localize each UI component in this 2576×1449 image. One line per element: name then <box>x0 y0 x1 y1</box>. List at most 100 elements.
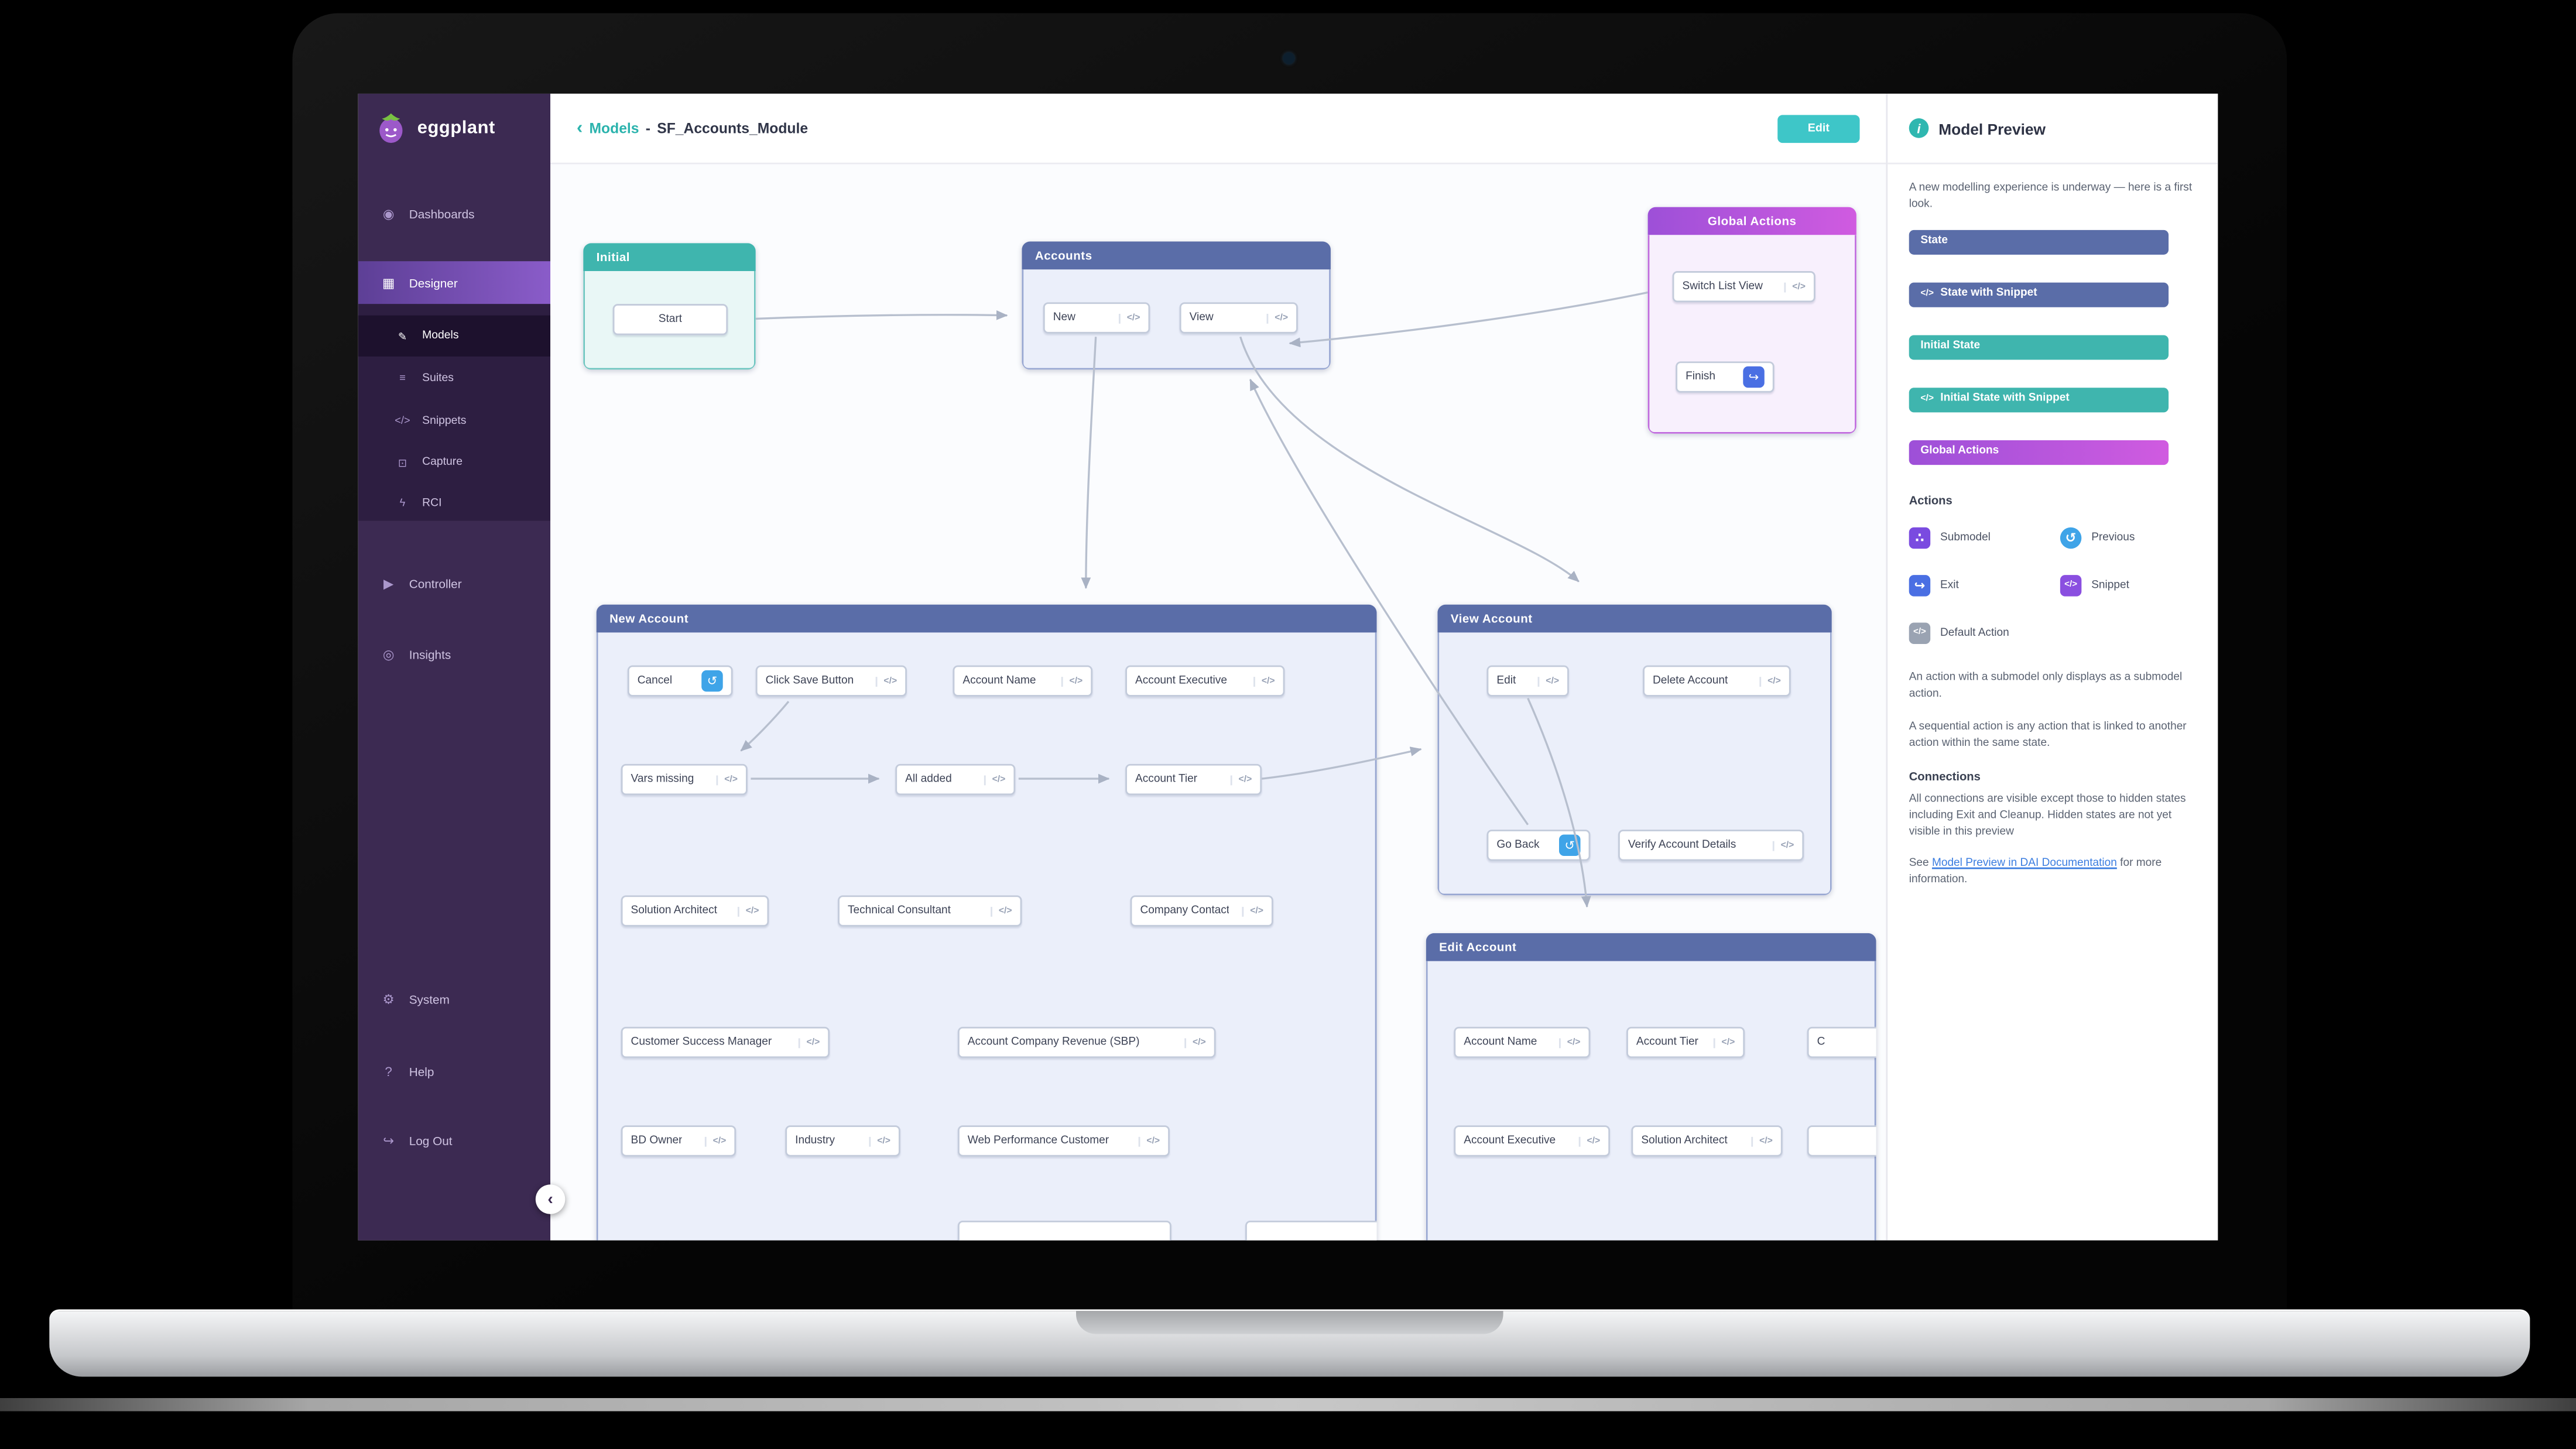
action-switch-list-view[interactable]: Switch List View </> <box>1672 271 1815 303</box>
state-accounts[interactable]: Accounts New </> View </> <box>1022 241 1331 370</box>
logout-icon: ↪ <box>383 1132 395 1148</box>
state-title: Accounts <box>1022 241 1331 270</box>
action-verify-account-details[interactable]: Verify Account Details </> <box>1618 830 1804 861</box>
snippet-icon: </> <box>1558 1037 1580 1047</box>
laptop-screen-bezel: eggplant ◉ Dashboards ▦ Designer ✎ Model… <box>292 13 2287 1311</box>
action-partial[interactable] <box>957 1220 1171 1241</box>
action-account-tier[interactable]: Account Tier </> <box>1626 1026 1745 1059</box>
action-go-back[interactable]: Go Back ↺ <box>1486 830 1591 861</box>
snippet-icon: </> <box>1253 676 1275 686</box>
sidebar-item-system[interactable]: ⚙ System <box>358 978 550 1020</box>
snippet-icon: </> <box>1537 676 1559 686</box>
action-clipped[interactable]: C <box>1807 1026 1876 1059</box>
action-account-executive[interactable]: Account Executive </> <box>1125 665 1285 697</box>
app-window: eggplant ◉ Dashboards ▦ Designer ✎ Model… <box>358 93 2218 1241</box>
sidebar-item-suites[interactable]: ≡ Suites <box>358 358 550 399</box>
action-account-name[interactable]: Account Name </> <box>1454 1026 1591 1059</box>
action-click-save-button[interactable]: Click Save Button </> <box>755 665 907 697</box>
action-view[interactable]: View </> <box>1179 302 1298 334</box>
sidebar-item-help[interactable]: ? Help <box>358 1050 550 1092</box>
logo: eggplant <box>375 112 495 145</box>
sidebar-item-label: Help <box>409 1063 434 1079</box>
breadcrumb-models-link[interactable]: Models <box>589 119 639 136</box>
snippet-icon: </> <box>1242 906 1263 916</box>
see-more: See Model Preview in DAI Documentation f… <box>1909 858 2162 886</box>
legend-default-action: </> Default Action <box>1909 622 2060 645</box>
action-finish[interactable]: Finish ↪ <box>1676 361 1775 393</box>
action-web-performance-customer[interactable]: Web Performance Customer </> <box>957 1125 1170 1157</box>
model-canvas[interactable]: Initial Start Accounts New </> View <box>550 164 1886 1241</box>
suites-icon: ≡ <box>399 372 406 385</box>
action-partial[interactable] <box>1245 1220 1377 1241</box>
action-start[interactable]: Start <box>612 304 728 335</box>
sidebar-item-label: Controller <box>409 576 462 591</box>
state-title: Edit Account <box>1426 933 1876 961</box>
preview-panel-body: A new modelling experience is underway —… <box>1888 165 2218 889</box>
logo-text: eggplant <box>417 118 495 138</box>
exit-action-icon: ↪ <box>1743 366 1765 388</box>
sidebar-item-label: Log Out <box>409 1132 453 1148</box>
sidebar-item-insights[interactable]: ◎ Insights <box>358 632 550 675</box>
note-sequential: A sequential action is any action that i… <box>1909 721 2187 749</box>
action-solution-architect[interactable]: Solution Architect </> <box>621 895 769 927</box>
documentation-link[interactable]: Model Preview in DAI Documentation <box>1931 858 2117 870</box>
state-edit-account[interactable]: Edit Account Account Name </> Account Ti… <box>1426 933 1876 1241</box>
legend-initial-state: Initial State <box>1909 334 2169 359</box>
action-cancel[interactable]: Cancel ↺ <box>627 665 733 697</box>
action-vars-missing[interactable]: Vars missing </> <box>621 763 748 796</box>
action-all-added[interactable]: All added </> <box>895 763 1016 796</box>
sidebar-item-models[interactable]: ✎ Models <box>358 315 551 357</box>
state-new-account[interactable]: New Account Cancel ↺ Click Save Button <… <box>596 604 1377 1241</box>
sidebar-item-rci[interactable]: ϟ RCI <box>358 483 550 524</box>
action-account-name[interactable]: Account Name </> <box>953 665 1093 697</box>
sidebar-item-label: Models <box>422 330 459 342</box>
preview-panel-header: i Model Preview <box>1888 94 2218 165</box>
sidebar-item-snippets[interactable]: </> Snippets <box>358 401 550 442</box>
snippet-icon: </> <box>2060 575 2082 597</box>
note-submodel: An action with a submodel only displays … <box>1909 672 2183 700</box>
legend-submodel: ∴ Submodel <box>1909 527 2060 549</box>
action-new[interactable]: New </> <box>1043 302 1150 334</box>
state-global-actions[interactable]: Global Actions Switch List View </> Fini… <box>1647 207 1856 434</box>
sidebar-item-controller[interactable]: ▶ Controller <box>358 562 550 605</box>
snippet-icon: </> <box>716 775 738 785</box>
action-edit[interactable]: Edit </> <box>1486 665 1569 697</box>
legend-state-with-snippet: </> State with Snippet <box>1909 282 2169 307</box>
action-delete-account[interactable]: Delete Account </> <box>1643 665 1791 697</box>
action-bd-owner[interactable]: BD Owner </> <box>621 1125 737 1157</box>
state-title: Initial <box>583 243 756 272</box>
state-initial[interactable]: Initial Start <box>583 243 756 370</box>
snippet-icon: </> <box>1061 676 1083 686</box>
edit-button[interactable]: Edit <box>1777 114 1860 142</box>
snippet-icon: </> <box>798 1037 820 1047</box>
legend-state: State <box>1909 229 2169 255</box>
action-solution-architect[interactable]: Solution Architect </> <box>1631 1125 1783 1157</box>
action-customer-success-manager[interactable]: Customer Success Manager </> <box>621 1026 830 1059</box>
action-company-contact[interactable]: Company Contact </> <box>1130 895 1273 927</box>
sidebar-item-logout[interactable]: ↪ Log Out <box>358 1119 550 1162</box>
preview-intro: A new modelling experience is underway —… <box>1909 182 2193 210</box>
sidebar-item-label: Designer <box>409 275 458 290</box>
action-industry[interactable]: Industry </> <box>785 1125 900 1157</box>
snippet-icon: </> <box>869 1136 890 1146</box>
sidebar-collapse-button[interactable]: ‹ <box>535 1184 566 1214</box>
preview-panel-title: Model Preview <box>1938 119 2046 138</box>
back-chevron-icon[interactable]: ‹ <box>576 118 583 138</box>
action-account-tier[interactable]: Account Tier </> <box>1125 763 1262 796</box>
snippet-icon: </> <box>1751 1136 1773 1146</box>
snippets-icon: </> <box>395 415 410 427</box>
sidebar-item-designer[interactable]: ▦ Designer <box>358 261 551 304</box>
sidebar: eggplant ◉ Dashboards ▦ Designer ✎ Model… <box>358 93 551 1241</box>
state-body <box>1426 961 1876 1241</box>
action-account-executive[interactable]: Account Executive </> <box>1454 1125 1610 1157</box>
legend-global-actions: Global Actions <box>1909 440 2169 465</box>
action-technical-consultant[interactable]: Technical Consultant </> <box>838 895 1022 927</box>
action-partial[interactable] <box>1807 1125 1876 1157</box>
sidebar-item-capture[interactable]: ⊡ Capture <box>358 442 550 483</box>
actions-heading: Actions <box>1909 492 1952 508</box>
state-view-account[interactable]: View Account Edit </> Delete Account </>… <box>1437 604 1832 896</box>
sidebar-item-dashboards[interactable]: ◉ Dashboards <box>358 192 550 235</box>
connections-heading: Connections <box>1909 768 1981 783</box>
action-account-company-revenue[interactable]: Account Company Revenue (SBP) </> <box>957 1026 1216 1059</box>
legend-previous: ↺ Previous <box>2060 527 2197 549</box>
